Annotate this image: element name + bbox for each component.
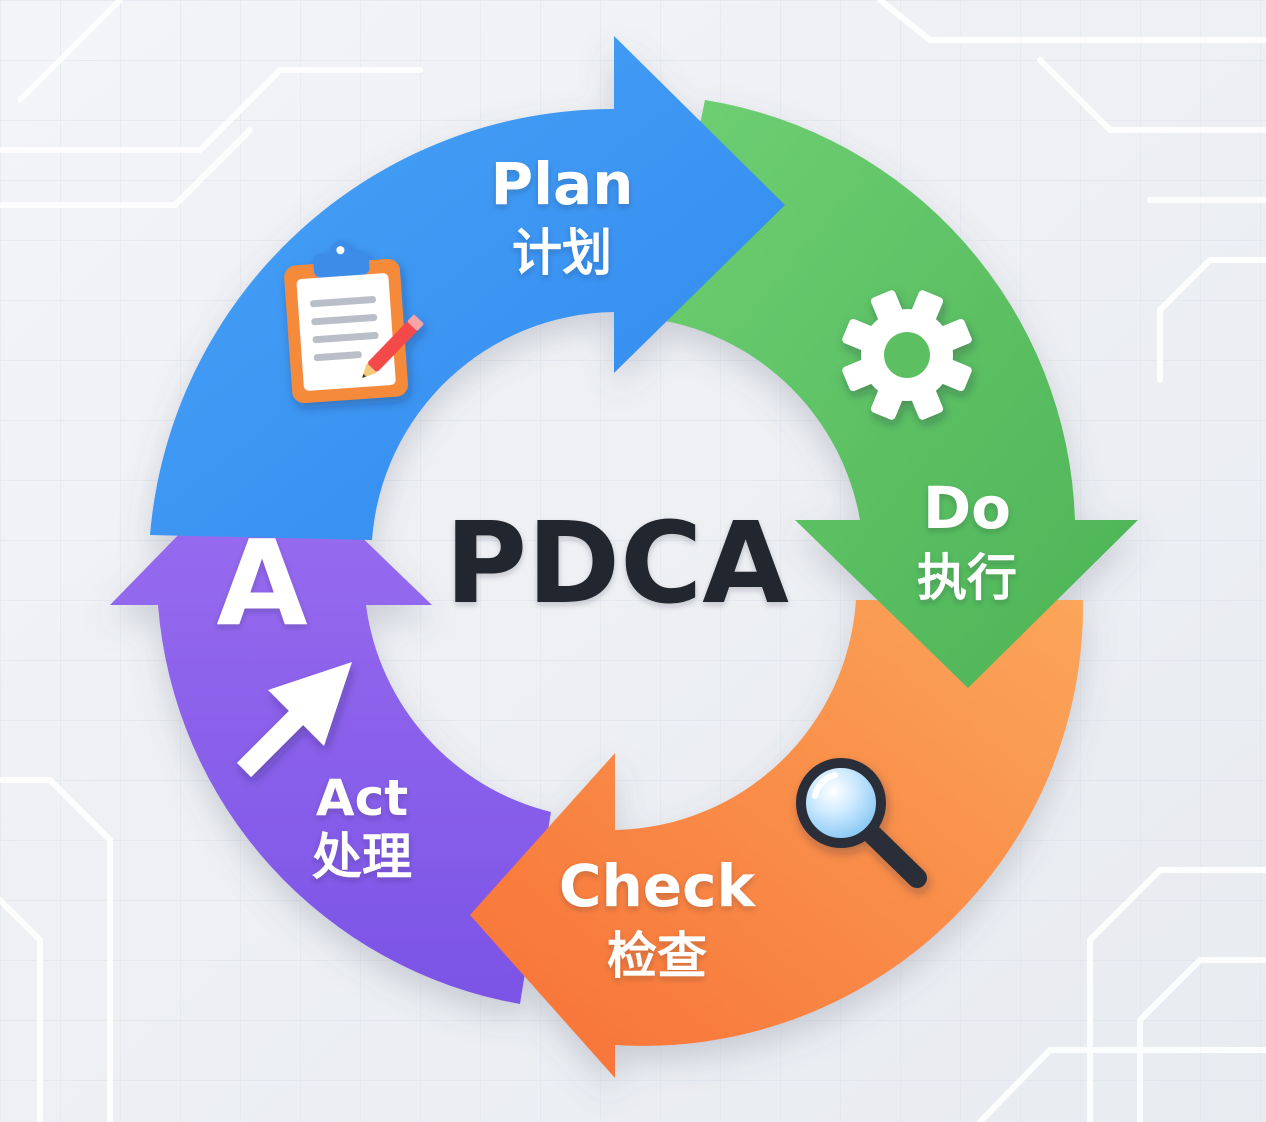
check-label: Check 检查 xyxy=(559,852,757,985)
center-title: PDCA xyxy=(445,499,789,629)
do-label: Do 执行 xyxy=(917,474,1017,607)
magnifier-icon xyxy=(796,758,927,888)
gear-icon xyxy=(842,290,972,420)
up-right-arrow-icon xyxy=(236,662,352,778)
plan-segment xyxy=(150,36,785,540)
check-title: Check xyxy=(559,852,757,920)
act-label: A Act 处理 xyxy=(216,514,412,886)
check-subtitle: 检查 xyxy=(607,927,707,985)
clipboard-icon xyxy=(284,240,424,404)
do-title: Do xyxy=(923,474,1011,542)
do-subtitle: 执行 xyxy=(917,549,1017,607)
act-letter: A xyxy=(216,514,307,652)
plan-title: Plan xyxy=(491,150,634,218)
check-segment xyxy=(470,600,1084,1078)
act-subtitle: 处理 xyxy=(312,828,412,886)
plan-subtitle: 计划 xyxy=(512,224,612,282)
act-title: Act xyxy=(316,769,408,827)
plan-label: Plan 计划 xyxy=(491,150,634,282)
